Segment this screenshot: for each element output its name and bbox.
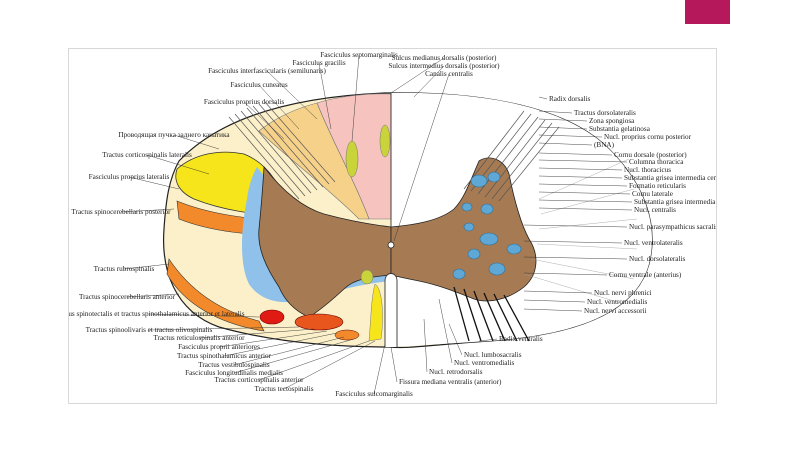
label-right-9: Substantia grisea intermedia centralis xyxy=(624,174,716,182)
gray-matter-left xyxy=(258,165,392,318)
label-left-1: Fasciculus gracilis xyxy=(292,59,345,67)
label-right-12: Substantia grisea intermedia lateralis xyxy=(634,198,716,206)
label-left-7: Fasciculus proprius lateralis xyxy=(89,173,170,181)
ventral-median-fissure xyxy=(384,273,398,347)
label-left-11: Tractus spinotectalis et tractus spinoth… xyxy=(69,310,245,318)
label-bottom-1: Nucl. lumbosacralis xyxy=(464,351,522,359)
vestibulospinal-tract xyxy=(334,329,360,341)
label-left-19: Tractus tectospinalis xyxy=(254,385,313,393)
label-bottom-0: Radix ventralis xyxy=(499,335,543,343)
label-bottom-4: Fissura mediana ventralis (anterior) xyxy=(399,378,502,386)
label-right-11: Cornu laterale xyxy=(632,190,673,198)
fasciculus-cuneatus xyxy=(258,102,370,220)
label-right-2: Zona spongiosa xyxy=(589,117,635,125)
accent-block xyxy=(685,0,730,24)
label-left-9: Tractus rubrospinalis xyxy=(94,265,155,273)
label-left-8: Tractus spinocerebellaris posterior xyxy=(71,208,171,216)
septomarginal-tract xyxy=(345,140,359,178)
interfascicular-tract xyxy=(379,124,391,158)
label-left-14: Fasciculus proprii anteriores xyxy=(178,343,260,351)
label-left-4: Fasciculus proprius dorsalis xyxy=(204,98,284,106)
central-canal xyxy=(387,241,395,249)
spinocerebellar-anterior xyxy=(166,258,265,332)
reticulospinal-tract xyxy=(294,313,344,331)
label-right-20: Nucl. nervi accessorii xyxy=(584,307,646,315)
label-left-10: Tractus spinocerebellaris anterior xyxy=(79,293,176,301)
label-left-20: Fasciculus sulcomarginalis xyxy=(335,390,413,398)
label-right-18: Nucl. nervi phrenici xyxy=(594,289,652,297)
label-right-13: Nucl. centralis xyxy=(634,206,676,214)
ventral-root-fibers xyxy=(453,286,530,342)
label-right-17: Cornu ventrale (anterius) xyxy=(609,271,682,279)
label-right-0: Radix dorsalis xyxy=(549,95,591,103)
label-right-14: Nucl. parasympathicus sacralis xyxy=(629,223,716,231)
label-left-12: Tractus spinoolivaris et tractus olivosp… xyxy=(86,326,213,334)
label-right-7: Columna thoracica xyxy=(629,158,684,166)
label-left-2: Fasciculus interfascicularis (semilunari… xyxy=(208,67,326,75)
label-left-17: Fasciculus longitudinalis medialis xyxy=(185,369,283,377)
label-bottom-3: Nucl. retrodorsalis xyxy=(429,368,483,376)
label-top-1: Sulcus intermedius dorsalis (posterior) xyxy=(388,62,500,70)
label-right-10: Formatio reticularis xyxy=(629,182,686,190)
label-left-18: Tractus corticospinalis anterior xyxy=(214,376,304,384)
anterior-corticospinal-tract xyxy=(368,283,383,342)
label-left-15: Tractus spinothalamicus anterior xyxy=(177,352,272,360)
label-left-16: Tractus vestibulospinalis xyxy=(198,361,270,369)
label-right-4: Nucl. proprius cornu posterior xyxy=(604,133,692,141)
label-right-6: Cornu dorsale (posterior) xyxy=(614,151,687,159)
label-leaders xyxy=(120,54,633,395)
label-left-6: Tractus corticospinalis lateralis xyxy=(102,151,192,159)
label-right-19: Nucl. ventromedialis xyxy=(587,298,647,306)
label-left-13: Tractus reticulospinalis anterior xyxy=(153,334,245,342)
label-right-15: Nucl. ventrolateralis xyxy=(624,239,683,247)
label-left-0: Fasciculus septomarginalis xyxy=(320,51,398,59)
label-right-1: Tractus dorsolateralis xyxy=(574,109,636,117)
dorsal-root-fibers-left xyxy=(228,101,336,200)
label-top-2: Canalis centralis xyxy=(425,70,473,78)
label-right-16: Nucl. dorsolateralis xyxy=(629,255,685,263)
label-top-0: Sulcus medianus dorsalis (posterior) xyxy=(392,54,497,62)
label-bottom-2: Nucl. ventromedialis xyxy=(454,359,514,367)
label-right-8: Nucl. thoracicus xyxy=(624,166,671,174)
rubrospinal-tract xyxy=(360,269,374,285)
label-right-3: Substantia gelatinosa xyxy=(589,125,651,133)
label-left-3: Fasciculus cuneatus xyxy=(230,81,287,89)
gray-nuclei xyxy=(452,171,522,280)
label-right-5: (BNA) xyxy=(594,141,615,149)
spinothalamic-tract xyxy=(259,309,285,325)
label-left-5: Проводящая пучка заднего канатика xyxy=(118,131,230,139)
